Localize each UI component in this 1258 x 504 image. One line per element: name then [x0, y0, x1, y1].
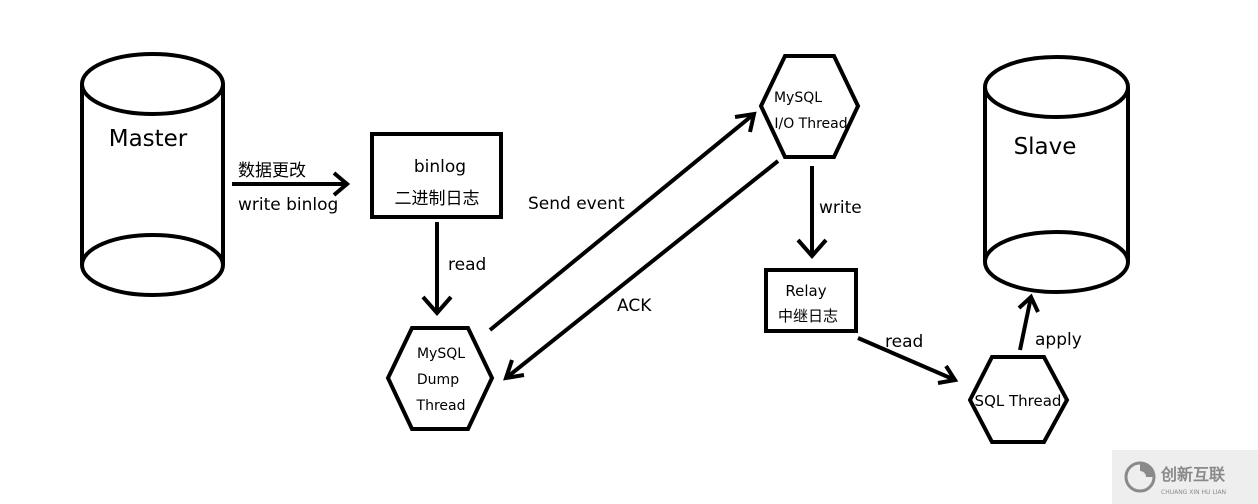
dump-thread-line2: Dump	[417, 372, 459, 388]
edge-label-data-change: 数据更改	[238, 161, 306, 181]
relay-box: Relay 中继日志	[764, 268, 858, 333]
io-thread-line2: I/O Thread	[774, 116, 847, 132]
edge-label-send-event: Send event	[528, 194, 625, 214]
io-thread-hexagon: MySQL I/O Thread	[758, 54, 861, 159]
binlog-label: binlog	[414, 157, 466, 177]
arrow-dump-to-io	[488, 111, 757, 332]
arrow-binlog-to-dump	[421, 222, 453, 317]
dump-thread-line3: Thread	[416, 398, 466, 414]
edge-label-ack: ACK	[617, 296, 652, 316]
master-label: Master	[109, 126, 188, 152]
dump-thread-line1: MySQL	[417, 346, 465, 362]
dump-thread-hexagon: MySQL Dump Thread	[385, 326, 495, 431]
arrow-relay-to-sql	[857, 336, 959, 385]
arrow-io-to-relay	[796, 166, 828, 260]
slave-cylinder: Slave	[983, 55, 1130, 294]
edge-label-read-binlog: read	[448, 255, 486, 275]
relay-label: Relay	[785, 282, 826, 300]
io-thread-line1: MySQL	[774, 90, 822, 106]
edge-label-write-relay: write	[819, 198, 862, 218]
sql-thread-hexagon: SQL Thread	[967, 355, 1070, 444]
watermark-subtitle: CHUANG XIN HU LIAN	[1161, 489, 1226, 496]
edge-label-write-binlog: write binlog	[238, 195, 338, 215]
relay-sublabel: 中继日志	[778, 307, 838, 325]
watermark-brand: 创新互联	[1160, 465, 1225, 484]
binlog-sublabel: 二进制日志	[395, 189, 480, 209]
arrow-sql-to-slave	[1017, 293, 1040, 351]
sql-thread-label: SQL Thread	[975, 392, 1062, 410]
slave-label: Slave	[1014, 134, 1077, 160]
arrow-master-to-binlog	[232, 171, 351, 197]
binlog-box: binlog 二进制日志	[370, 132, 503, 219]
master-cylinder: Master	[80, 52, 225, 297]
edge-label-read-relay: read	[885, 332, 923, 352]
arrow-io-to-dump	[503, 159, 780, 381]
watermark-logo: 创新互联 CHUANG XIN HU LIAN	[1112, 450, 1258, 504]
edge-label-apply: apply	[1035, 330, 1082, 350]
